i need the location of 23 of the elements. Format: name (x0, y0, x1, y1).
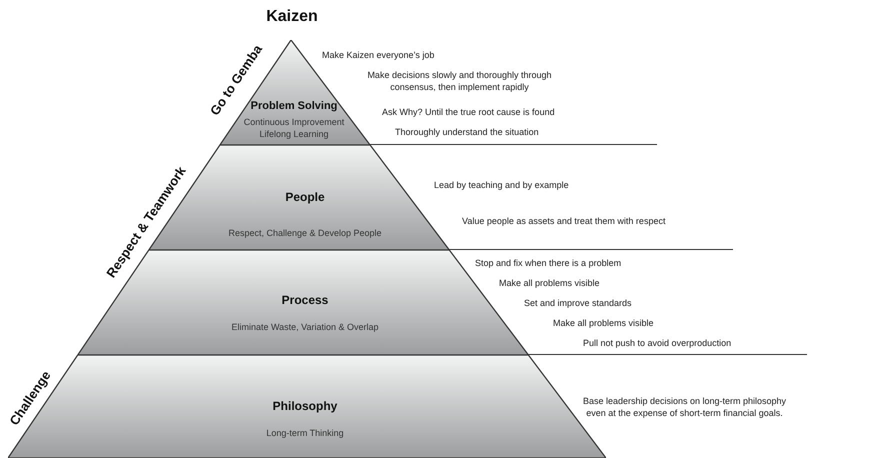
pyramid-tier (8, 355, 606, 458)
principle-text: Value people as assets and treat them with respect (462, 216, 666, 226)
title-text: Kaizen (266, 8, 318, 25)
tier-subtitle: Eliminate Waste, Variation & Overlap (231, 322, 379, 332)
principle-text: Make all problems visible (499, 278, 600, 288)
tier-subtitle: Respect, Challenge & Develop People (228, 228, 382, 238)
principle-text: Thoroughly understand the situation (395, 127, 539, 137)
principle-text: Base leadership decisions on long-term philosophy even at the expense of short-term financial goals. (582, 395, 788, 419)
principle-text: Ask Why? Until the true root cause is found (382, 107, 555, 117)
principle-text: Set and improve standards (524, 298, 632, 308)
principle-text: Make Kaizen everyone’s job (322, 50, 434, 60)
tier-heading: People (285, 190, 325, 204)
tier-heading: Problem Solving (250, 100, 338, 112)
principle-text: Lead by teaching and by example (434, 180, 569, 190)
tier-subtitle: Long-term Thinking (266, 428, 344, 438)
principle-text: Pull not push to avoid overproduction (583, 338, 732, 348)
principle-text: Stop and fix when there is a problem (475, 258, 622, 268)
tier-heading: Philosophy (272, 399, 338, 413)
tier-subtitle: Continuous Improvement (244, 117, 344, 127)
principle-text: Make all problems visible (553, 318, 654, 328)
principle-text: Make decisions slowly and thoroughly through consensus, then implement rapidly (366, 69, 553, 93)
tier-subtitle: Lifelong Learning (259, 129, 329, 139)
tier-heading: Process (282, 293, 328, 307)
